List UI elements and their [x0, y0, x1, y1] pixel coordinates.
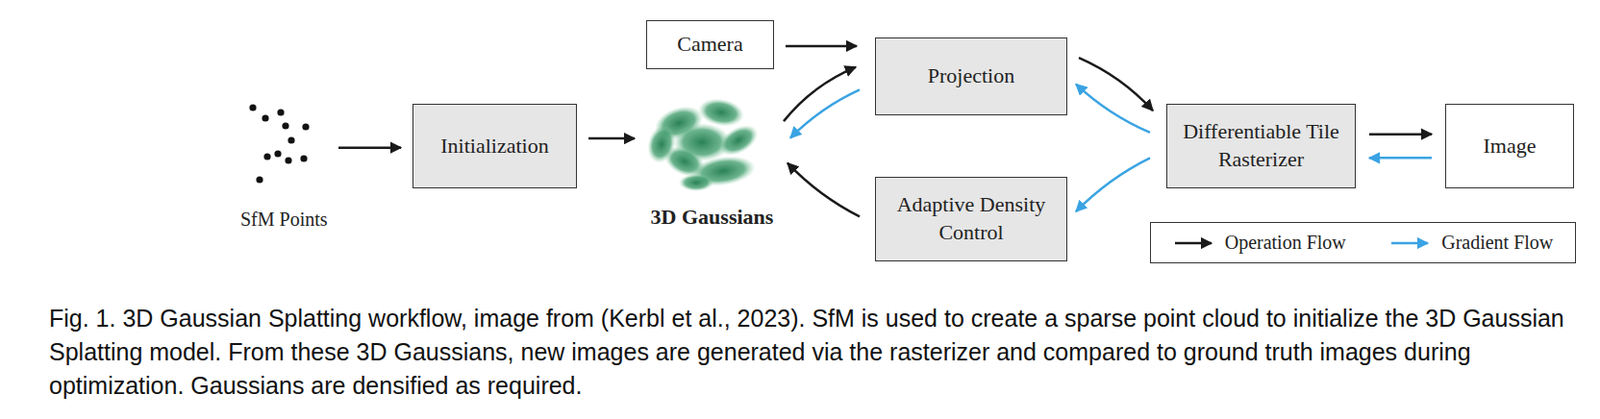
sfm-points — [249, 103, 309, 183]
output-box: Image — [1445, 103, 1575, 189]
legend-text: Operation Flow — [1225, 231, 1347, 254]
box-label: Differentiable Tile Rasterizer — [1181, 118, 1341, 174]
node-label: 3D Gaussians — [642, 203, 782, 232]
sfm-points-node: SfM Points — [240, 96, 315, 236]
legend-item: Operation Flow — [1173, 231, 1347, 254]
box-label: Camera — [676, 30, 743, 59]
operation-arrow — [785, 45, 857, 49]
process-box: Projection — [875, 37, 1068, 116]
operation-arrow — [1369, 132, 1432, 136]
gradient-arrow — [1369, 156, 1432, 160]
legend-box: Operation Flow Gradient Flow — [1150, 222, 1576, 264]
legend-text: Gradient Flow — [1441, 231, 1553, 254]
gradient-arrow — [1075, 157, 1150, 212]
operation-arrow — [1078, 57, 1153, 111]
gradient-arrow — [790, 89, 860, 138]
box-label: Projection — [927, 62, 1015, 91]
gaussian-blobs — [643, 95, 763, 192]
gradient-arrow — [1075, 84, 1150, 133]
figure-caption: Fig. 1. 3D Gaussian Splatting workflow, … — [49, 301, 1588, 403]
operation-arrow — [338, 146, 401, 150]
box-label: Image — [1483, 132, 1537, 161]
box-label: Adaptive Density Control — [897, 191, 1047, 247]
input-box: Camera — [646, 20, 775, 70]
box-label: Initialization — [440, 132, 549, 161]
process-box: Initialization — [412, 103, 577, 189]
gaussians-node: 3D Gaussians — [642, 96, 782, 236]
legend-sample — [1173, 236, 1216, 250]
operation-arrow — [787, 163, 860, 218]
operation-arrow — [588, 137, 635, 141]
legend-item: Gradient Flow — [1389, 231, 1553, 254]
process-box: Adaptive Density Control — [875, 176, 1068, 262]
process-box: Differentiable Tile Rasterizer — [1166, 103, 1356, 189]
legend-sample — [1389, 236, 1432, 250]
node-label: SfM Points — [240, 206, 315, 232]
